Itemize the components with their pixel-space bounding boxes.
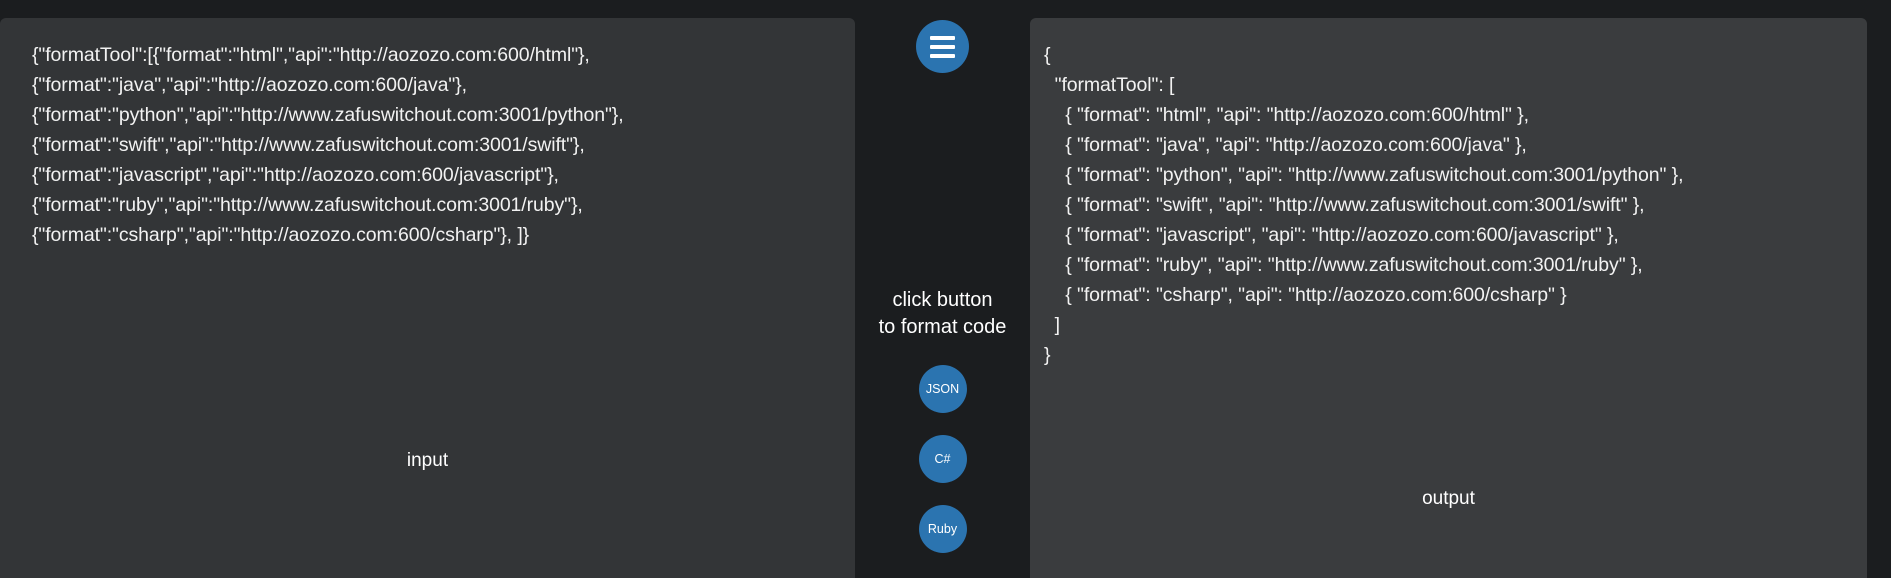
output-panel[interactable]: { "formatTool": [ { "format": "html", "a… <box>1030 18 1867 578</box>
menu-button[interactable] <box>916 20 969 73</box>
input-panel-label: input <box>406 450 449 471</box>
center-column: click button to format code JSON C# Ruby <box>855 0 1030 578</box>
output-panel-label: output <box>1422 488 1475 509</box>
hamburger-icon-bar-1 <box>930 35 955 40</box>
input-code-text[interactable]: {"formatTool":[{"format":"html","api":"h… <box>32 44 624 246</box>
format-button-ruby[interactable]: Ruby <box>918 505 967 553</box>
format-hint-text: click button to format code <box>878 289 1007 338</box>
output-code-text: { "formatTool": [ { "format": "html", "a… <box>1044 44 1684 366</box>
format-button-csharp[interactable]: C# <box>918 435 967 483</box>
input-panel[interactable]: {"formatTool":[{"format":"html","api":"h… <box>0 18 855 578</box>
hamburger-icon-bar-3 <box>930 53 955 58</box>
hamburger-icon-bar-2 <box>930 44 955 49</box>
right-gutter <box>1867 0 1891 578</box>
format-button-json[interactable]: JSON <box>918 365 967 413</box>
